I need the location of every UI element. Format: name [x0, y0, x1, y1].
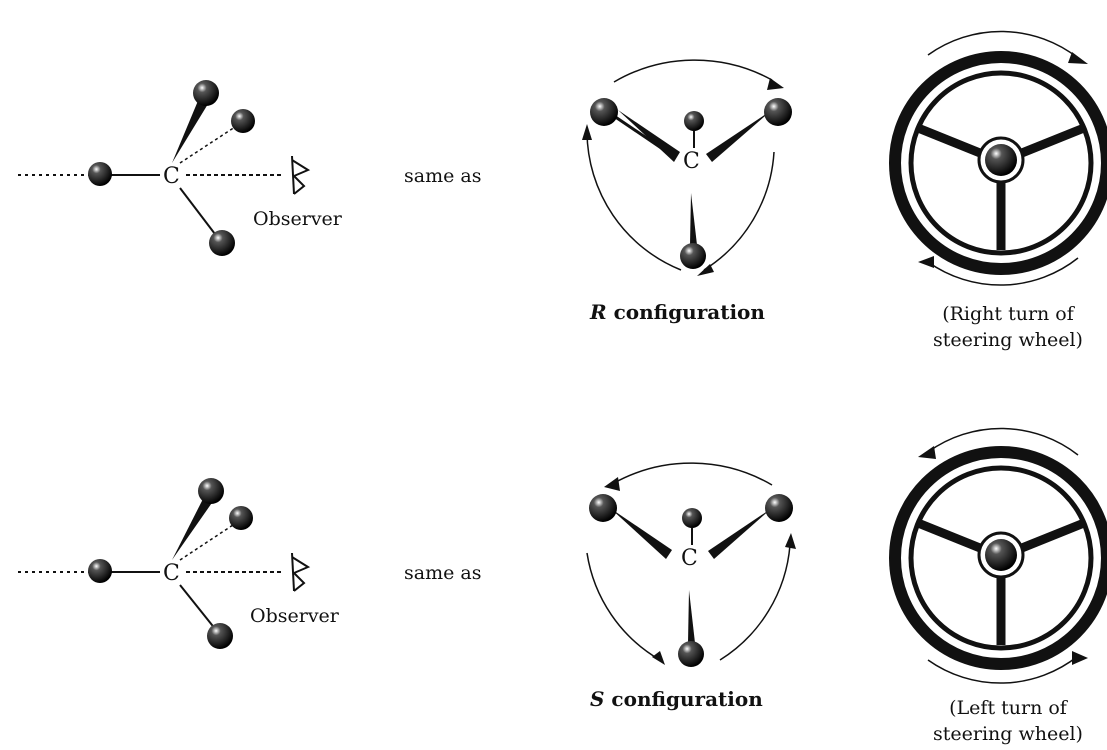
steering-caption: (Right turn of steering wheel)	[893, 301, 1107, 353]
priority-3-atom	[680, 243, 706, 269]
caption-line-1: (Left turn of	[949, 697, 1067, 719]
s-configuration-panel: C C	[0, 375, 1107, 750]
same-as-label: same as	[404, 165, 482, 187]
steering-wheel-icon	[889, 30, 1107, 286]
r-configuration-panel: C C	[18, 30, 1107, 353]
observer-label: Observer	[253, 208, 342, 230]
hidden-atom	[684, 111, 704, 131]
same-as-label: same as	[404, 562, 482, 584]
r-configuration-view: C	[582, 59, 792, 276]
priority-2-atom	[678, 641, 704, 667]
tetrahedral-molecule: C	[18, 478, 282, 649]
r-configuration-drawing: C C	[18, 30, 1107, 286]
caption-line-2: steering wheel)	[933, 723, 1083, 745]
substituent-atom	[231, 109, 255, 133]
priority-2-atom	[764, 98, 792, 126]
wedge-bond	[172, 96, 211, 163]
substituent-atom	[207, 623, 233, 649]
central-carbon-label: C	[163, 561, 180, 586]
eye-icon	[291, 155, 311, 195]
eye-icon	[291, 552, 311, 592]
configuration-label: R configuration	[590, 300, 765, 324]
central-carbon-label: C	[683, 149, 700, 174]
configuration-letter: S	[590, 687, 605, 711]
wedge-bond	[172, 493, 216, 560]
tetrahedral-molecule: C	[18, 80, 282, 256]
observer-label: Observer	[250, 605, 339, 627]
substituent-atom	[198, 478, 224, 504]
configuration-letter: R	[590, 300, 607, 324]
steering-wheel-icon	[889, 427, 1107, 684]
central-carbon-label: C	[163, 164, 180, 189]
caption-line-2: steering wheel)	[933, 329, 1083, 351]
s-configuration-drawing: C C	[18, 427, 1107, 684]
priority-1-atom	[590, 98, 618, 126]
priority-1-atom	[589, 494, 617, 522]
hidden-atom	[682, 508, 702, 528]
configuration-word: configuration	[613, 300, 765, 324]
configuration-label: S configuration	[590, 687, 763, 711]
lowest-priority-atom	[88, 162, 112, 186]
s-configuration-view: C	[586, 462, 796, 667]
lowest-priority-atom	[88, 559, 112, 583]
caption-line-1: (Right turn of	[942, 303, 1074, 325]
substituent-atom	[229, 506, 253, 530]
substituent-atom	[209, 230, 235, 256]
substituent-atom	[193, 80, 219, 106]
priority-3-atom	[765, 494, 793, 522]
steering-caption: (Left turn of steering wheel)	[893, 695, 1107, 747]
configuration-word: configuration	[611, 687, 763, 711]
central-carbon-label: C	[681, 546, 698, 571]
